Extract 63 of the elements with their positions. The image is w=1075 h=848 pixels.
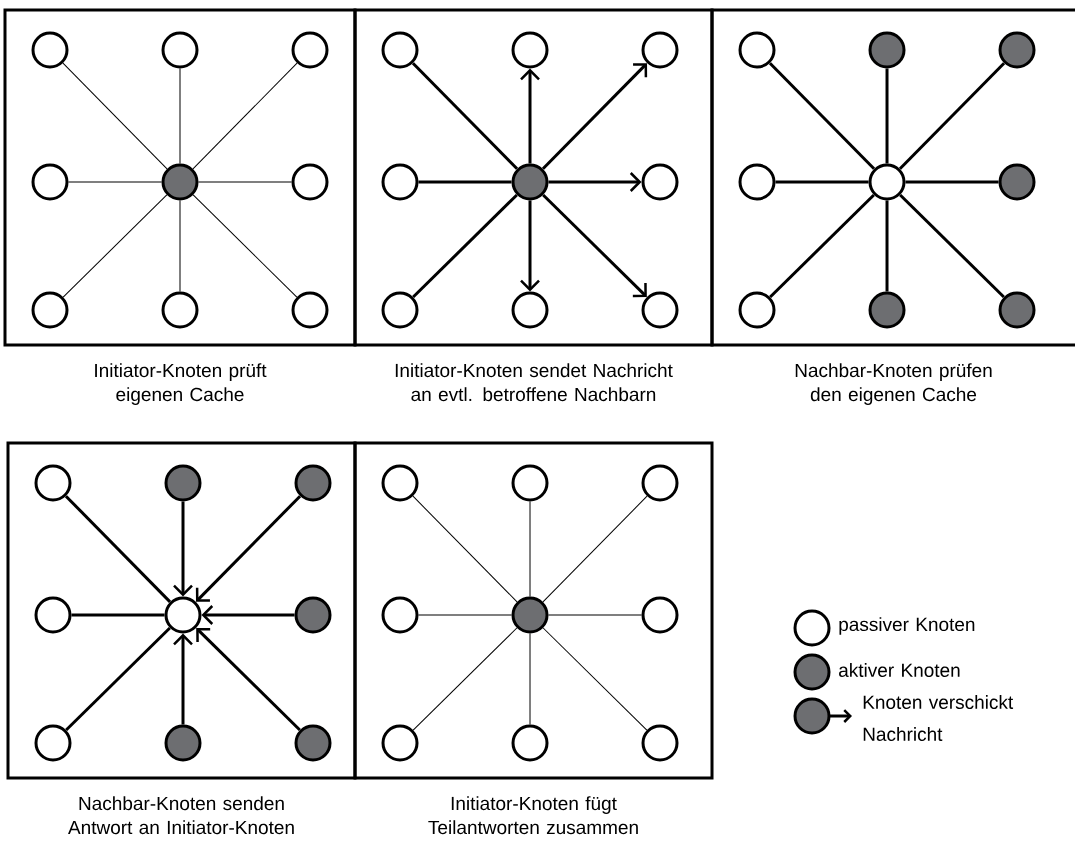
node-circle <box>641 291 679 329</box>
node-circle <box>998 31 1036 69</box>
node-circle <box>164 464 202 502</box>
node-circle <box>868 163 906 201</box>
node-circle <box>511 163 549 201</box>
node-circle <box>641 724 679 762</box>
arrow <box>541 63 648 170</box>
node-label: Initiator-Knoten prüft eigenen Cache <box>95 363 267 405</box>
node-label: Initiator-Knoten sendet Nachricht an evtl. betroffene Nachbarn <box>395 363 673 402</box>
node-circle <box>291 163 329 201</box>
node-circle <box>998 291 1036 329</box>
node-label: Nachbar-Knoten prüfen den eigenen Cache <box>795 363 992 405</box>
node-circle <box>161 291 199 329</box>
node-circle <box>641 596 679 634</box>
arrow <box>520 68 540 164</box>
node-circle <box>164 724 202 762</box>
arrow <box>173 633 193 725</box>
node-circle <box>34 464 72 502</box>
node-circle <box>738 31 776 69</box>
node-circle <box>294 724 332 762</box>
node-circle <box>381 596 419 634</box>
node-circle <box>291 31 329 69</box>
node-circle <box>511 464 549 502</box>
node-circle <box>998 163 1036 201</box>
node-circle <box>511 31 549 69</box>
arrow <box>520 200 540 292</box>
legend-text: Knoten verschickt Nachricht <box>863 695 1014 741</box>
node-circle <box>164 596 202 634</box>
node-circle <box>641 163 679 201</box>
node-circle <box>294 596 332 634</box>
node-circle <box>381 464 419 502</box>
node-circle <box>381 31 419 69</box>
node-circle <box>34 724 72 762</box>
legend-text: passiver Knoten <box>839 617 975 635</box>
node-circle <box>294 464 332 502</box>
node-circle <box>291 291 329 329</box>
node-circle <box>31 163 69 201</box>
arrow <box>548 172 642 192</box>
arrow <box>195 495 302 602</box>
node-circle <box>738 291 776 329</box>
node-label: Nachbar-Knoten senden Antwort an Initiator-Knoten <box>68 796 294 835</box>
node-circle <box>34 596 72 634</box>
node-circle <box>511 291 549 329</box>
node-circle <box>868 291 906 329</box>
node-circle <box>161 163 199 201</box>
node-circle <box>381 291 419 329</box>
arrow <box>196 627 301 732</box>
node-circle <box>511 724 549 762</box>
node-circle <box>641 464 679 502</box>
node-label: Initiator-Knoten fügt Teilantworten zusammen <box>428 796 638 835</box>
node-circle <box>511 596 549 634</box>
legend-text: aktiver Knoten <box>839 663 960 677</box>
node-circle <box>641 31 679 69</box>
node-circle <box>738 163 776 201</box>
arrow <box>173 501 193 597</box>
node-circle <box>161 31 199 69</box>
node-circle <box>381 724 419 762</box>
arrow <box>542 193 647 298</box>
node-circle <box>31 291 69 329</box>
node-circle <box>381 163 419 201</box>
node-circle <box>868 31 906 69</box>
node-circle <box>31 31 69 69</box>
arrow <box>201 605 295 625</box>
